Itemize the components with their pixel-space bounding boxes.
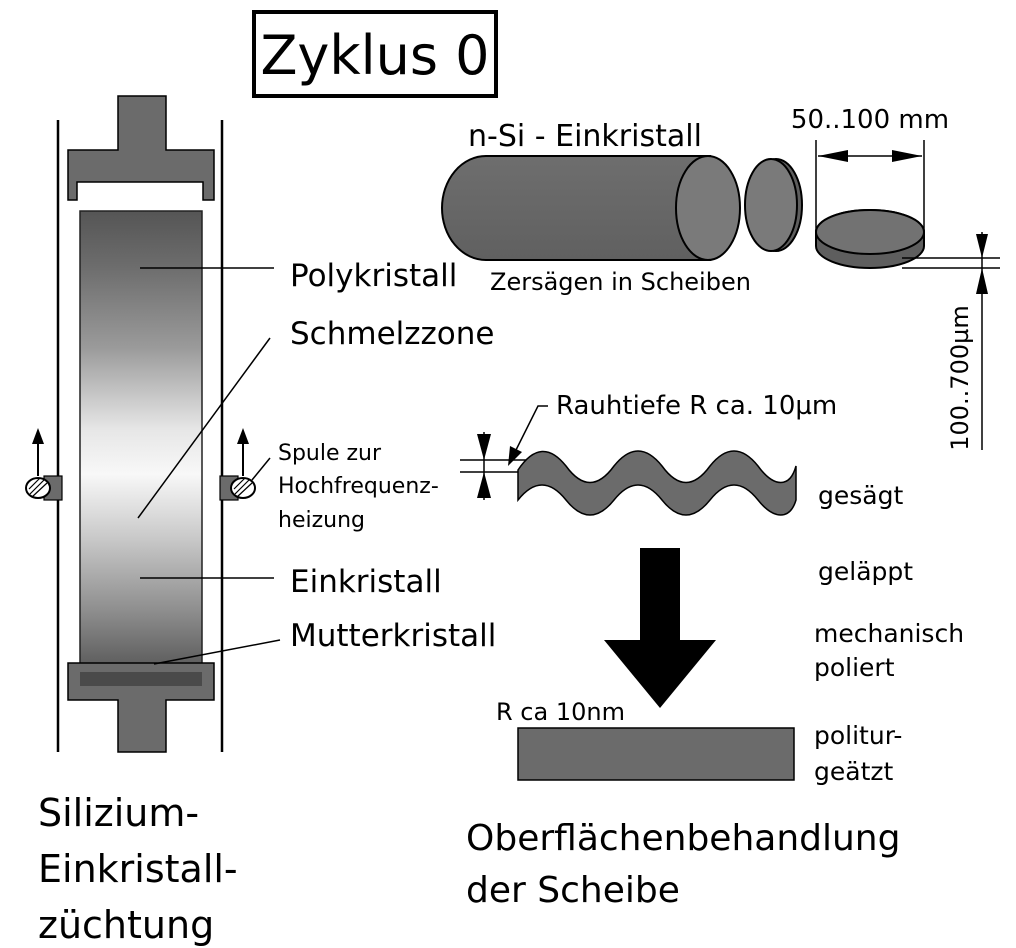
- label-ingot: n-Si - Einkristall: [468, 119, 702, 154]
- sawn-wafer: [517, 450, 797, 516]
- label-step-etched-line1: politur-: [814, 721, 902, 750]
- title-box: Zyklus 0: [252, 10, 498, 98]
- label-step-lapped: geläppt: [818, 557, 913, 586]
- coil-motion-arrow-right: [237, 428, 249, 476]
- label-step-etched-line2: geätzt: [814, 757, 893, 786]
- label-step-sawn: gesägt: [818, 481, 903, 510]
- label-single-crystal: Einkristall: [290, 564, 442, 600]
- crystal-growth-apparatus: [25, 95, 281, 753]
- label-coil-line2: Hochfrequenz-: [278, 474, 439, 499]
- wafer-slice: [744, 158, 798, 252]
- seed-crystal: [80, 672, 202, 686]
- top-holder: [67, 95, 215, 201]
- coil-section-right: [230, 477, 256, 499]
- silicon-rod: [79, 210, 203, 666]
- label-coil-line3: heizung: [278, 508, 365, 533]
- caption-growth-line2: Einkristall-: [38, 847, 238, 891]
- polished-wafer: [517, 727, 795, 781]
- label-seed-crystal: Mutterkristall: [290, 618, 496, 654]
- caption-surface-line1: Oberflächenbehandlung: [466, 818, 900, 859]
- label-diameter: 50..100 mm: [791, 105, 949, 135]
- label-roughness: Rauhtiefe R ca. 10µm: [556, 391, 837, 421]
- label-step-polished-line2: poliert: [814, 653, 895, 682]
- label-sawing: Zersägen in Scheiben: [490, 268, 751, 296]
- label-final-roughness: R ca 10nm: [496, 698, 625, 726]
- label-coil-line1: Spule zur: [278, 441, 382, 466]
- coil-section-left: [25, 477, 51, 499]
- caption-growth-line3: züchtung: [38, 903, 214, 947]
- surface-treatment: [460, 405, 797, 781]
- caption-surface-line2: der Scheibe: [466, 870, 680, 911]
- process-arrow: [604, 548, 716, 708]
- title-text: Zyklus 0: [260, 24, 489, 87]
- caption-growth-line1: Silizium-: [38, 791, 199, 835]
- label-melt-zone: Schmelzzone: [290, 316, 494, 352]
- ingot-cutting: [441, 140, 1000, 450]
- label-polycrystal: Polykristall: [290, 258, 457, 294]
- wafer-flat: [815, 209, 925, 255]
- coil-motion-arrow-left: [32, 428, 44, 476]
- label-thickness: 100..700µm: [946, 305, 974, 451]
- ingot-end-face: [675, 155, 741, 261]
- label-step-polished-line1: mechanisch: [814, 619, 964, 648]
- si-ingot: [441, 155, 711, 261]
